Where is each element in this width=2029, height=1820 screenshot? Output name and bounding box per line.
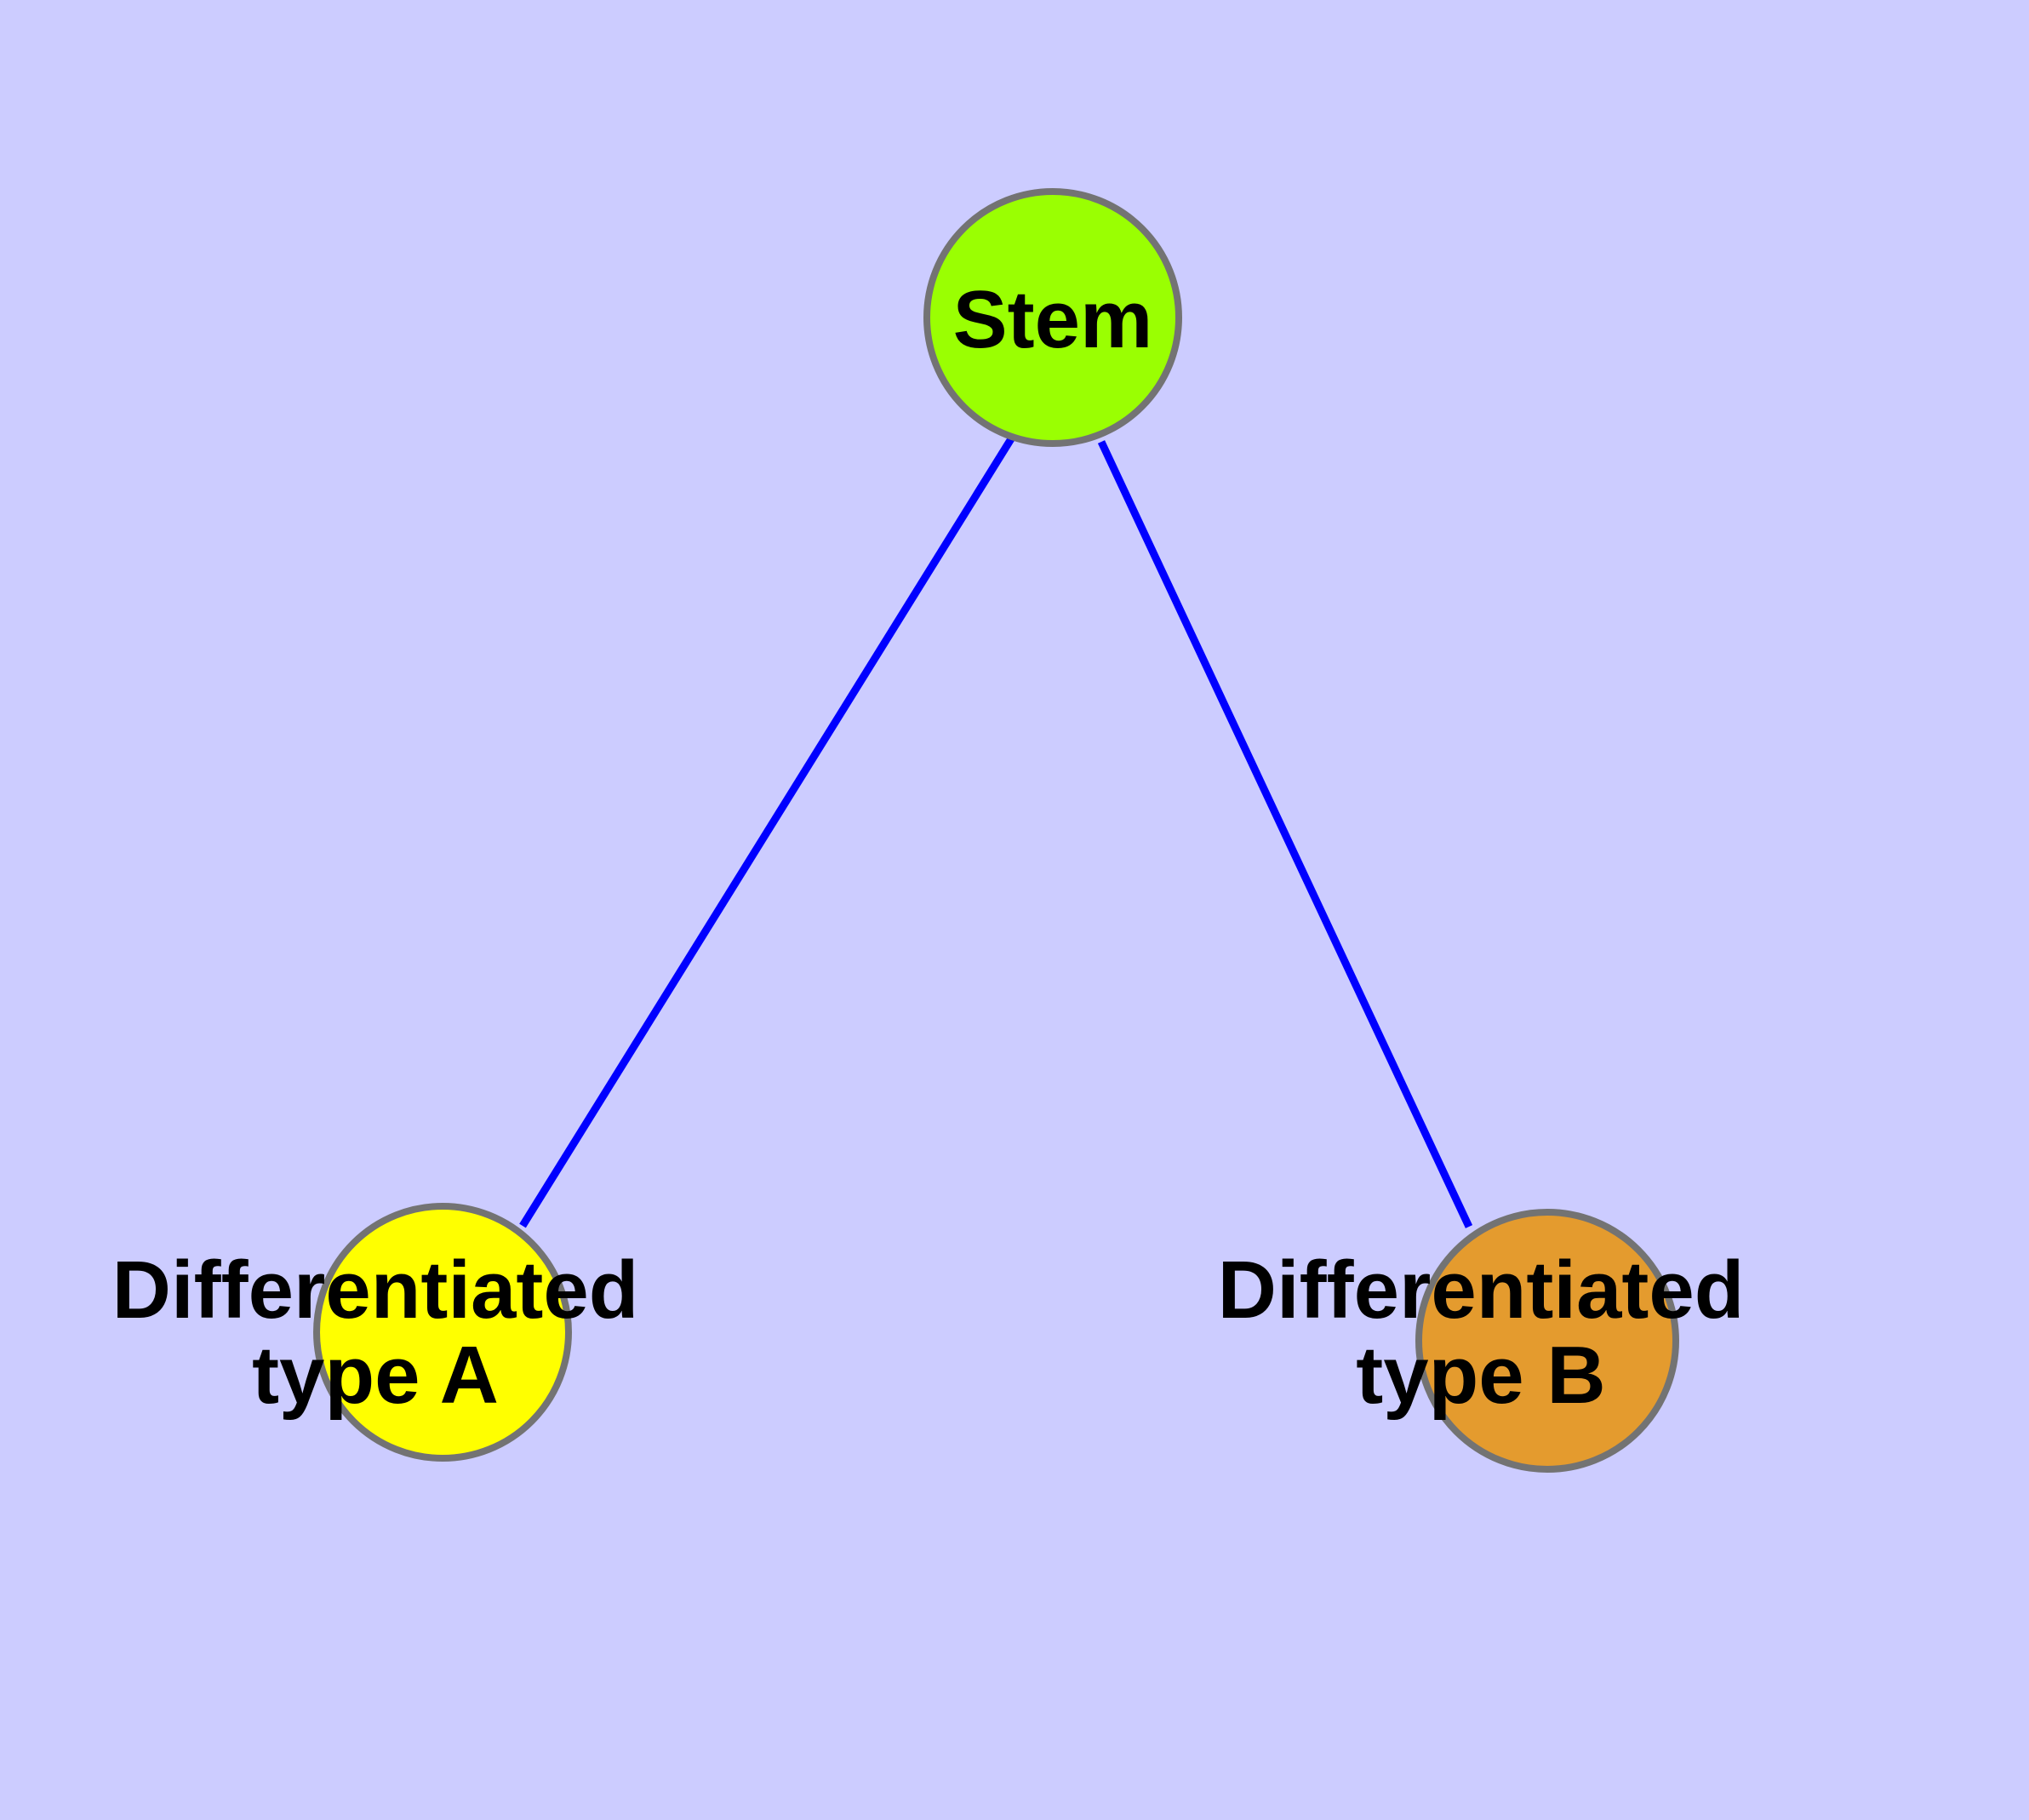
edge-stem-to-differentiated-type-b[interactable] [1097,440,1473,1228]
label-line: Differentiated [1218,1245,1745,1336]
node-stem-circle[interactable] [923,188,1182,447]
edge-stem-to-differentiated-type-a[interactable] [519,435,1015,1228]
node-differentiated-type-b[interactable] [1415,1209,1679,1473]
nodes-layer [313,188,1679,1473]
label-line: type A [252,1330,499,1421]
node-stem[interactable] [923,188,1182,447]
node-stem-label: Stem [953,274,1153,365]
label-line: Stem [953,274,1153,365]
label-line: type B [1356,1330,1605,1421]
label-line: Differentiated [112,1245,639,1336]
edges-layer [519,435,1473,1228]
node-differentiated-type-b-circle[interactable] [1415,1209,1679,1473]
node-differentiated-type-a[interactable] [313,1203,572,1462]
node-differentiated-type-a-circle[interactable] [313,1203,572,1462]
